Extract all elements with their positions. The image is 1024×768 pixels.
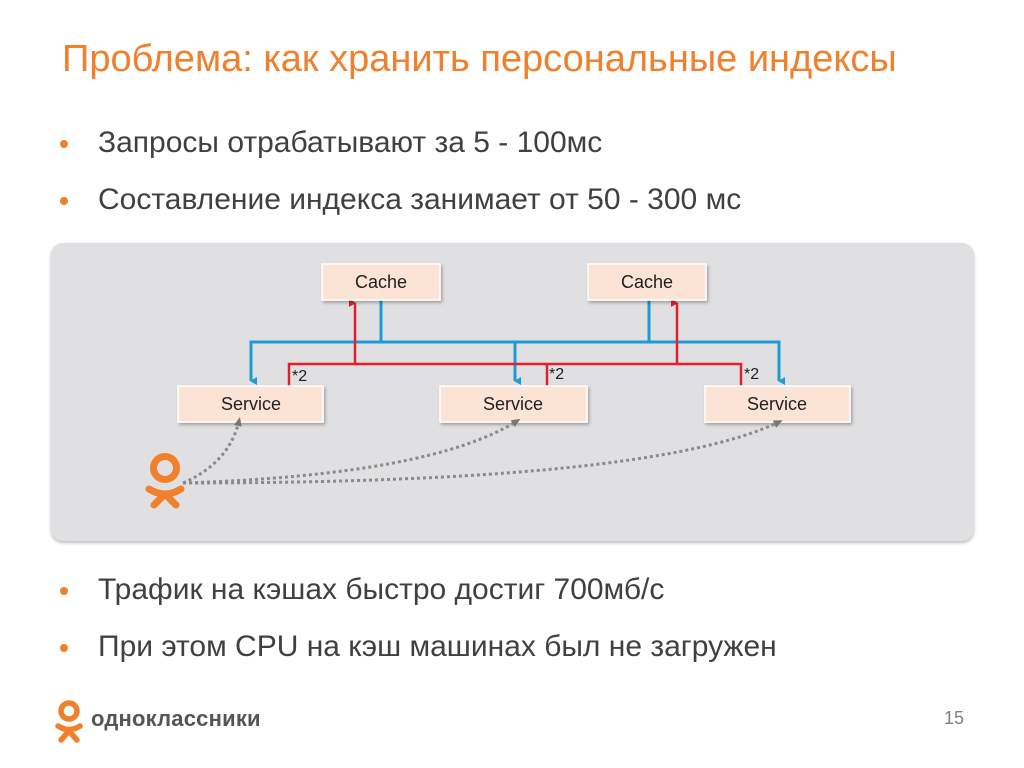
read-line-cache1-service1 [249,340,381,385]
bullet-index-build-time: Составление индекса занимает от 50 - 300… [60,171,741,228]
odnoklassniki-logo-icon [145,453,185,509]
cache-label-2: Cache [621,272,673,292]
multiplier-label-1: *2 [292,368,307,385]
cache-node-2: Cache [587,263,707,301]
write-line-service2 [545,362,677,386]
write-line-service1-cache1 [287,299,357,386]
top-bullet-list: Запросы отрабатывают за 5 - 100мс Состав… [60,114,741,228]
multiplier-label-2: *2 [549,366,564,383]
request-line-service3 [182,420,783,485]
request-line-service1 [182,417,242,485]
bullet-cpu-load: При этом CPU на кэш машинах был не загру… [60,618,777,675]
read-line-cache2-service3 [649,340,785,385]
client-request-lines [182,417,783,485]
multiplier-label-3: *2 [744,366,759,383]
slide-title: Проблема: как хранить персональные индек… [62,38,897,80]
bullet-cache-traffic: Трафик на кэшах быстро достиг 700мб/с [60,561,777,618]
architecture-diagram: Cache Cache Service Service Service *2 *… [145,263,851,509]
bullet-query-time: Запросы отрабатывают за 5 - 100мс [60,114,741,171]
service-label-2: Service [483,394,543,414]
service-label-3: Service [747,394,807,414]
bottom-bullet-list: Трафик на кэшах быстро достиг 700мб/с Пр… [60,561,777,675]
service-node-2: Service [439,385,588,423]
brand-wordmark: одноклассники [91,706,261,731]
read-lines [249,300,785,385]
service-node-3: Service [704,385,851,423]
service-node-1: Service [177,385,324,423]
cache-node-1: Cache [321,263,441,301]
request-line-service2 [182,418,521,485]
service-label-1: Service [221,394,281,414]
write-lines [287,299,743,386]
cache-label-1: Cache [355,272,407,292]
odnoklassniki-logo-icon [55,700,83,743]
page-number: 15 [943,708,964,728]
architecture-diagram-panel: Cache Cache Service Service Service *2 *… [51,243,974,541]
write-line-service3 [677,362,743,386]
